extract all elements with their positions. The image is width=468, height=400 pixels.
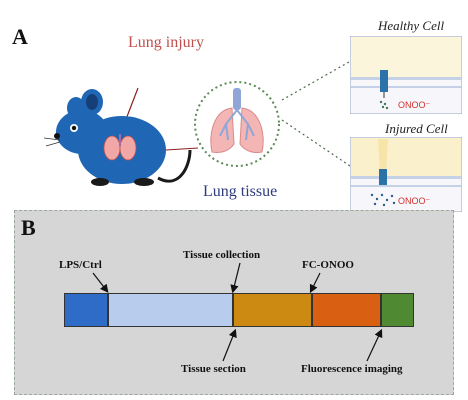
injured-cell-diagram <box>350 137 462 212</box>
arrow-fluorescence-imaging <box>366 328 383 362</box>
timeline-arrows <box>92 262 383 362</box>
lung-tissue-circle <box>194 81 280 167</box>
healthy-cell-probe-label: ONOO⁻ <box>398 100 431 110</box>
timeline-segment-1 <box>64 293 108 327</box>
injured-cell-probe-label: ONOO⁻ <box>398 196 431 206</box>
panel-b: B LPS/Ctrl Tissue collection FC-ONOO Tis… <box>14 210 454 395</box>
timeline-label-lps-ctrl: LPS/Ctrl <box>59 259 102 271</box>
arrow-lps-ctrl <box>92 272 109 293</box>
timeline-label-fc-onoo: FC-ONOO <box>302 259 354 271</box>
injured-cell-title: Injured Cell <box>385 121 448 136</box>
timeline-label-tissue-section: Tissue section <box>181 363 246 375</box>
lung-tissue-label: Lung tissue <box>203 183 278 200</box>
arrow-tissue-collection <box>230 262 241 294</box>
timeline-segment-4 <box>312 293 381 327</box>
panel-a-letter: A <box>12 24 28 49</box>
timeline-bar <box>64 293 414 327</box>
panel-b-letter: B <box>21 215 36 240</box>
arrow-fc-onoo <box>309 272 321 294</box>
connector-lines <box>281 57 357 171</box>
panel-a: A Lung injury Lung tissue <box>12 18 462 212</box>
timeline-segment-2 <box>108 293 233 327</box>
healthy-cell-title: Healthy Cell <box>378 18 445 33</box>
healthy-cell-diagram <box>350 36 462 114</box>
lung-injury-label: Lung injury <box>128 34 204 51</box>
timeline-label-fluorescence-imaging: Fluorescence imaging <box>301 363 403 375</box>
timeline-segment-3 <box>233 293 312 327</box>
arrow-tissue-section <box>222 328 237 362</box>
timeline-segment-5 <box>381 293 414 327</box>
timeline-label-tissue-collection: Tissue collection <box>183 249 261 261</box>
mouse-icon <box>43 87 199 186</box>
